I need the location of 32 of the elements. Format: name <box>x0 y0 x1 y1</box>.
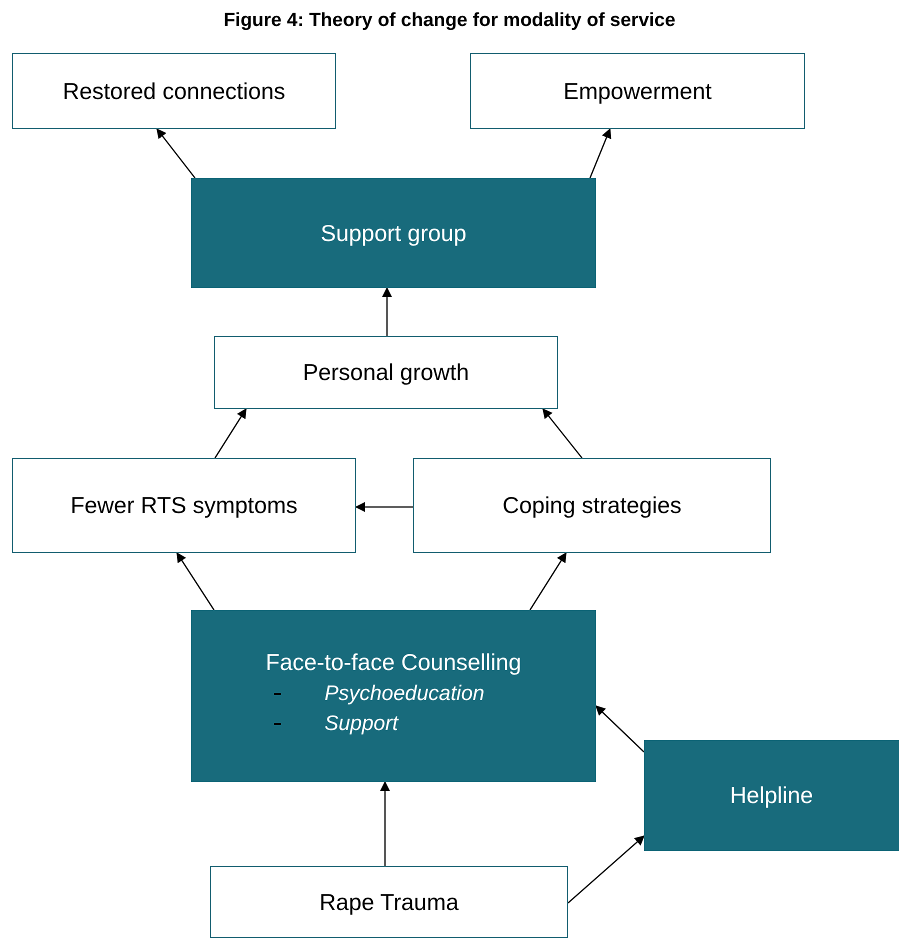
arrow <box>380 781 390 866</box>
outcome-box <box>214 336 558 409</box>
arrow <box>156 128 196 178</box>
service-box <box>644 740 899 851</box>
arrow <box>568 835 645 904</box>
node-label: Empowerment <box>563 78 712 104</box>
arrow <box>529 552 567 610</box>
node-label: Fewer RTS symptoms <box>70 492 298 519</box>
arrow <box>589 128 612 178</box>
outcome-box <box>413 458 771 553</box>
arrow <box>595 705 644 752</box>
node-label: Face-to-face Counselling <box>266 649 522 676</box>
node-label: Personal growth <box>302 359 470 386</box>
arrow <box>214 408 247 458</box>
node-label: Support group <box>320 220 466 246</box>
input-box <box>210 866 568 938</box>
arrow <box>542 408 582 458</box>
service-box <box>191 610 596 782</box>
node-label: Restored connections <box>62 78 286 104</box>
arrow <box>382 287 392 336</box>
service-box <box>191 178 596 288</box>
arrow <box>355 502 413 512</box>
outcome-box <box>12 53 336 129</box>
list-item: Support <box>324 712 398 736</box>
figure-title: Figure 4: Theory of change for modality of service <box>222 10 676 32</box>
node-label: Rape Trauma <box>319 888 459 916</box>
list-item: Psychoeducation <box>324 682 484 706</box>
node-label: Coping strategies <box>502 492 682 519</box>
node-label: Helpline <box>730 782 814 809</box>
arrow <box>176 552 215 610</box>
outcome-box <box>12 458 356 553</box>
outcome-box <box>470 53 805 129</box>
